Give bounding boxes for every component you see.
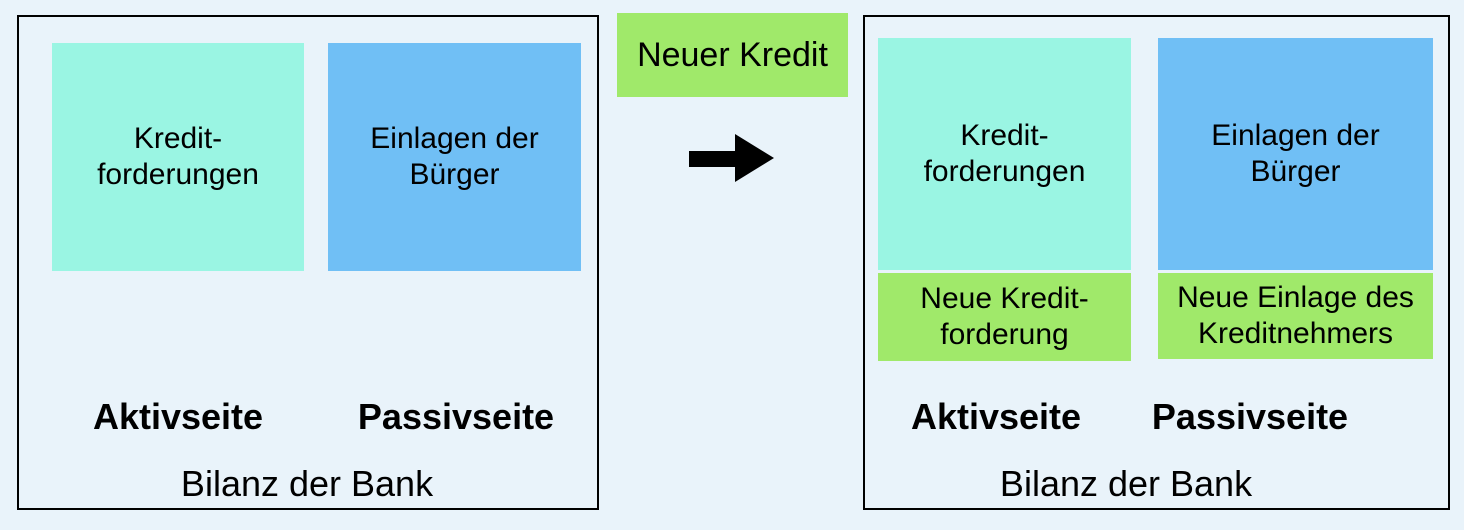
- new-credit-box: Neuer Kredit: [617, 13, 848, 97]
- assets-side-label: Aktivseite: [92, 396, 264, 437]
- new-borrower-deposit-box: Neue Einlage des Kreditnehmers: [1158, 273, 1433, 359]
- arrow-shaft: [689, 151, 735, 167]
- credit-claims-box: Kredit- forderungen: [52, 43, 304, 271]
- assets-side-label: Aktivseite: [910, 396, 1082, 437]
- liabilities-side-label: Passivseite: [357, 396, 555, 437]
- balance-sheet-before-panel: Kredit- forderungen Einlagen der Bürger …: [17, 15, 599, 510]
- credit-claims-box: Kredit- forderungen: [878, 38, 1131, 270]
- liabilities-side-label: Passivseite: [1151, 396, 1349, 437]
- balance-sheet-after-panel: Kredit- forderungen Neue Kredit- forderu…: [863, 15, 1450, 510]
- bank-balance-caption: Bilanz der Bank: [999, 463, 1253, 504]
- bank-balance-caption: Bilanz der Bank: [180, 463, 434, 504]
- arrow-right-icon: [689, 134, 774, 183]
- arrow-head: [735, 134, 774, 182]
- citizen-deposits-box: Einlagen der Bürger: [1158, 38, 1433, 270]
- new-credit-claim-box: Neue Kredit- forderung: [878, 273, 1131, 361]
- citizen-deposits-box: Einlagen der Bürger: [328, 43, 581, 271]
